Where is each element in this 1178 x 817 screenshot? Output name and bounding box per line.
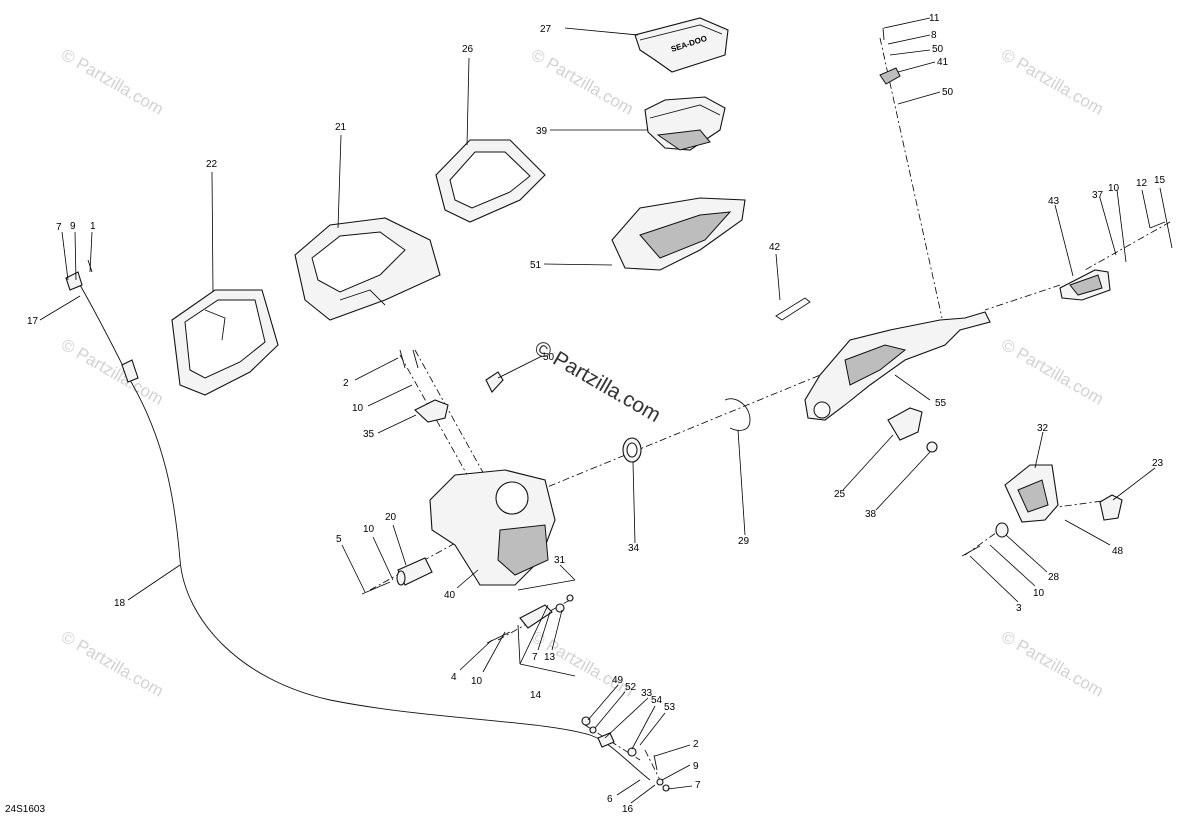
callout-5: 5 (336, 534, 342, 545)
watermark: © Partzilla.com (58, 627, 167, 701)
callout-14: 14 (530, 690, 542, 701)
callout-40: 40 (444, 590, 456, 601)
part-26-ring-housing (435, 139, 546, 223)
callout-38: 38 (865, 509, 877, 520)
watermark: © Partzilla.com (528, 627, 637, 701)
callout-17: 17 (27, 316, 39, 327)
callout-49: 49 (612, 675, 624, 686)
callout-4: 4 (451, 672, 457, 683)
callout-42: 42 (769, 242, 781, 253)
callout-60: 50 (543, 352, 555, 363)
watermark: © Partzilla.com (998, 627, 1107, 701)
part-25-switch (887, 407, 923, 441)
watermark: © Partzilla.com (528, 45, 637, 119)
callout-52: 52 (625, 682, 637, 693)
callout-9: 9 (693, 761, 699, 772)
callout-34: 34 (628, 543, 640, 554)
callout-23: 23 (1152, 458, 1164, 469)
callout-55: 55 (935, 398, 947, 409)
callout-20: 20 (385, 512, 397, 523)
callout-1: 1 (90, 221, 96, 232)
callout-25: 25 (834, 489, 846, 500)
part-29-retaining-ring (724, 398, 751, 431)
part-41-clip (879, 67, 901, 85)
callout-13: 13 (544, 652, 556, 663)
part-39-cover (644, 96, 726, 151)
callout-labels: 27 39 26 21 22 51 7 9 1 17 18 2 10 35 50… (5, 13, 1166, 815)
callout-7: 7 (56, 222, 62, 233)
callout-33: 33 (641, 688, 653, 699)
part-27-top-cover: SEA-DOO (634, 17, 729, 73)
callout-29: 29 (738, 536, 750, 547)
callout-10: 10 (363, 524, 375, 535)
callout-10: 10 (471, 676, 483, 687)
callout-10: 10 (352, 403, 364, 414)
callout-7: 7 (695, 780, 701, 791)
callout-43: 43 (1048, 196, 1060, 207)
part-43-grip (1059, 269, 1111, 301)
callout-39: 39 (536, 126, 548, 137)
watermark-center: © Partzilla.com (531, 336, 665, 427)
part-35-clamp (414, 399, 449, 423)
callout-51: 51 (530, 260, 542, 271)
callout-2: 2 (343, 378, 349, 389)
callout-26: 26 (462, 44, 474, 55)
part-40-console-body (429, 469, 556, 586)
callout-15: 15 (1154, 175, 1166, 186)
part-60-clip (485, 371, 504, 393)
part-42-clip (775, 297, 811, 321)
callout-18: 18 (114, 598, 126, 609)
part-23-clip (1099, 494, 1123, 521)
callout-37: 37 (1092, 190, 1104, 201)
watermark: © Partzilla.com (58, 45, 167, 119)
part-31-assembly (519, 594, 574, 629)
part-28-nut (995, 522, 1009, 538)
part-32-bracket (1004, 464, 1059, 523)
callout-27: 27 (540, 24, 552, 35)
part-34-bushing (622, 437, 642, 463)
callout-16: 16 (622, 804, 634, 815)
watermark: © Partzilla.com (998, 45, 1107, 119)
callout-50: 50 (942, 87, 954, 98)
callout-32: 32 (1037, 423, 1049, 434)
watermark: © Partzilla.com (998, 335, 1107, 409)
diagram-code: 24S1603 (5, 804, 45, 815)
callout-31: 31 (554, 555, 566, 566)
callout-2: 2 (693, 739, 699, 750)
part-20-sleeve (396, 557, 433, 586)
callout-12: 12 (1136, 178, 1148, 189)
part-22-lower-housing (171, 289, 279, 396)
callout-3: 3 (1016, 603, 1022, 614)
part-38-knob (926, 441, 938, 453)
part-51-lower-cover (611, 197, 746, 271)
callout-10: 10 (1033, 588, 1045, 599)
callout-22: 22 (206, 159, 218, 170)
callout-28: 28 (1048, 572, 1060, 583)
callout-41: 41 (937, 57, 949, 68)
cable-end-parts (581, 716, 670, 792)
cable-end-left (65, 271, 83, 291)
callout-21: 21 (335, 122, 347, 133)
callout-9: 9 (70, 221, 76, 232)
part-55-steering-column (804, 311, 991, 421)
callout-6: 6 (607, 794, 613, 805)
callout-7: 7 (532, 652, 538, 663)
callout-48: 48 (1112, 546, 1124, 557)
callout-50: 50 (932, 44, 944, 55)
part-21-upper-housing (294, 217, 441, 321)
callout-8: 8 (931, 30, 937, 41)
leader-lines (39, 17, 1173, 804)
cable-sleeve (121, 359, 139, 383)
parts-layer: SEA-DOO (65, 17, 1166, 792)
callout-54: 54 (651, 695, 663, 706)
callout-53: 53 (664, 702, 676, 713)
callout-11: 11 (929, 13, 940, 24)
callout-35: 35 (363, 429, 375, 440)
callout-10: 10 (1108, 183, 1120, 194)
